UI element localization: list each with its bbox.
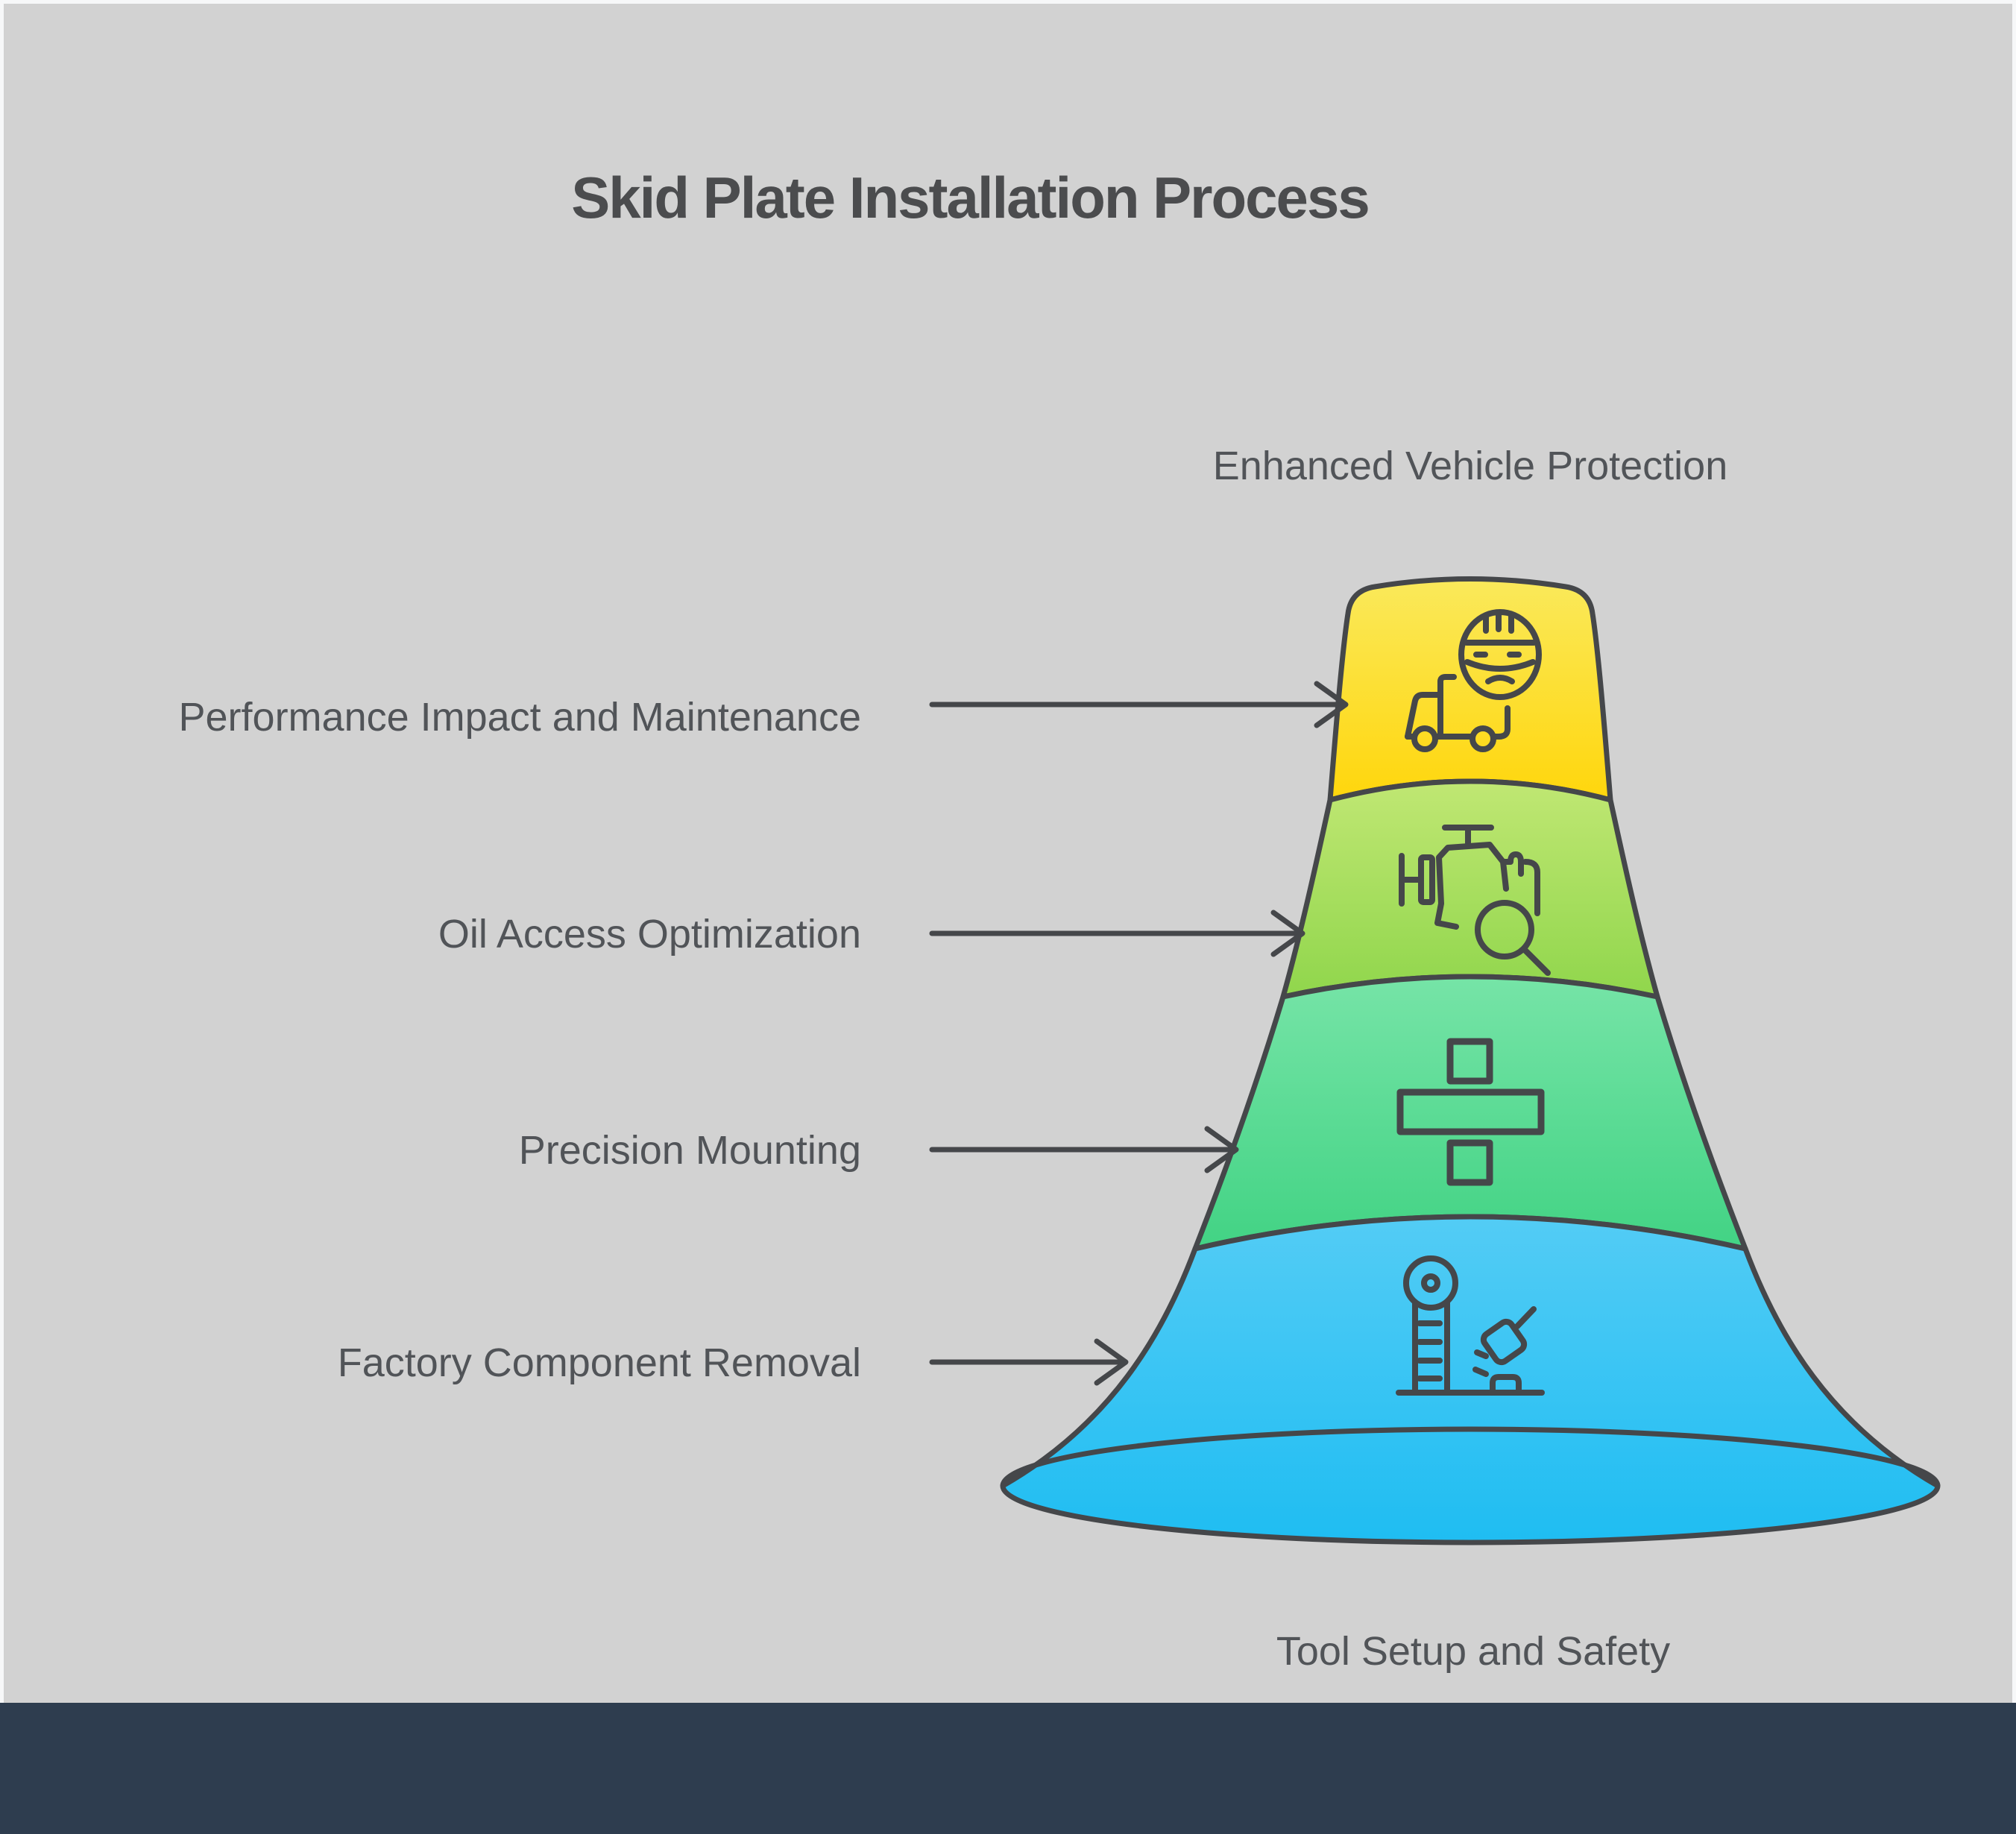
grinder-tool-icon bbox=[1396, 1255, 1545, 1396]
step-label-factory-removal: Factory Component Removal bbox=[337, 1340, 861, 1385]
step-label-precision-mounting: Precision Mounting bbox=[518, 1128, 861, 1173]
arrow-oil-access bbox=[929, 910, 1305, 957]
arrow-precision-mounting bbox=[929, 1126, 1239, 1173]
step-label-oil-access: Oil Access Optimization bbox=[438, 912, 861, 957]
funnel-segment-enhanced-protection bbox=[1327, 576, 1613, 803]
page-title: Skid Plate Installation Process bbox=[571, 165, 1370, 230]
engine-inspection-icon bbox=[1399, 825, 1551, 976]
step-label-performance: Performance Impact and Maintenance bbox=[178, 695, 862, 740]
funnel-bottom-label: Tool Setup and Safety bbox=[1276, 1629, 1671, 1674]
funnel-segment-tool-setup bbox=[1000, 1214, 1941, 1545]
arrow-performance bbox=[929, 681, 1349, 728]
funnel-segment-precision-mounting bbox=[1192, 974, 1748, 1252]
worker-truck-icon bbox=[1405, 609, 1542, 752]
arrow-factory-removal bbox=[929, 1338, 1129, 1386]
footer-bar bbox=[0, 1703, 2016, 1834]
funnel-segment-oil-access bbox=[1280, 778, 1660, 1000]
funnel-base-rim bbox=[1000, 1426, 1941, 1487]
funnel-top-label: Enhanced Vehicle Protection bbox=[1212, 444, 1728, 488]
division-mount-icon bbox=[1396, 1038, 1545, 1186]
